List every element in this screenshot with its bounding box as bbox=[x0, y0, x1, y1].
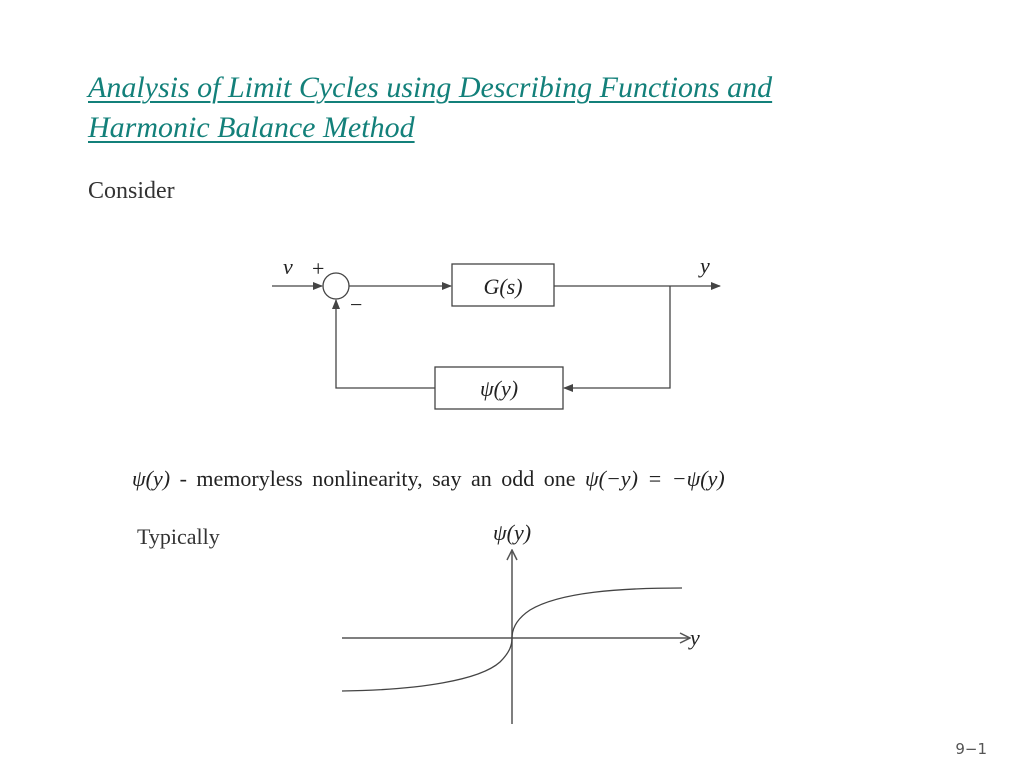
feedback-arrow-out bbox=[332, 299, 435, 389]
summing-junction bbox=[322, 272, 350, 300]
statement-lhs: ψ(y) bbox=[132, 466, 171, 491]
plus-sign: + bbox=[312, 256, 324, 281]
nonlinearity-statement: ψ(y) - memoryless nonlinearity, say an o… bbox=[132, 466, 725, 492]
nonlinearity-curve bbox=[341, 587, 683, 692]
output-label-y: y bbox=[698, 253, 710, 278]
forward-block-gs bbox=[451, 263, 555, 307]
x-axis-label: y bbox=[688, 625, 700, 650]
feedback-arrow-in bbox=[563, 286, 671, 392]
title-line-2: Harmonic Balance Method bbox=[88, 111, 415, 144]
nonlinearity-plot: ψ(y) y bbox=[341, 520, 700, 724]
y-axis-label: ψ(y) bbox=[493, 520, 531, 545]
consider-label: Consider bbox=[88, 178, 175, 204]
minus-sign: − bbox=[350, 292, 362, 317]
odd-function-equation: ψ(−y) = −ψ(y) bbox=[584, 466, 725, 491]
typically-label: Typically bbox=[137, 524, 220, 549]
statement-dash: - bbox=[179, 466, 187, 491]
statement-text: memoryless nonlinearity, say an odd one bbox=[196, 466, 576, 491]
page-number: 9−1 bbox=[955, 740, 987, 758]
input-label-v: v bbox=[283, 254, 293, 279]
title-line-1: Analysis of Limit Cycles using Describin… bbox=[88, 71, 773, 104]
block-diagram bbox=[272, 263, 721, 410]
feedback-block-label: ψ(y) bbox=[480, 376, 518, 401]
forward-block-label: G(s) bbox=[483, 274, 522, 299]
slide-title: Analysis of Limit Cycles using Describin… bbox=[88, 68, 928, 148]
